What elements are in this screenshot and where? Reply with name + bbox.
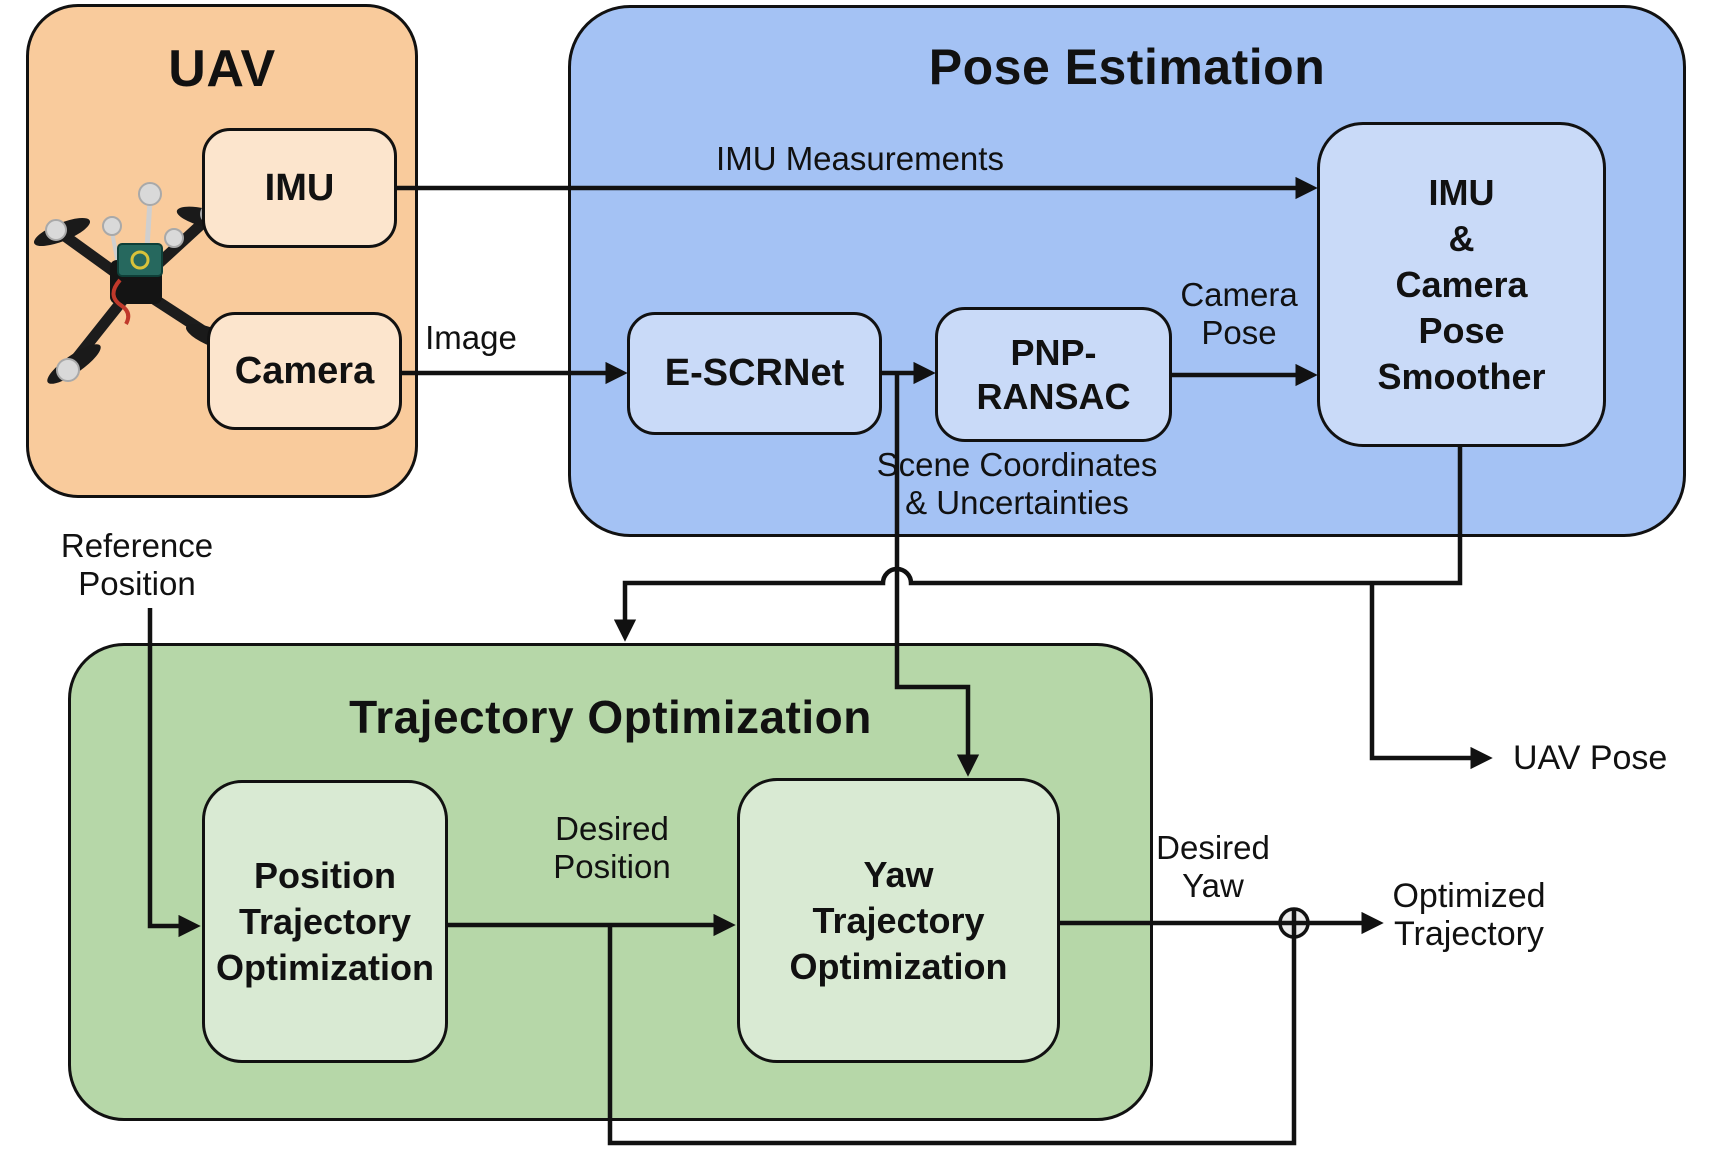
- escrnet-node: E-SCRNet: [627, 312, 882, 435]
- imu-camera-pose-smoother-node: IMU & Camera Pose Smoother: [1317, 122, 1606, 447]
- pnp-line-1: PNP-: [1010, 331, 1097, 373]
- yaw-node-line-2: Trajectory: [812, 899, 985, 941]
- label-desired-yaw: Desired Yaw: [1156, 829, 1270, 905]
- label-optimized-trajectory: Optimized Trajectory: [1392, 877, 1545, 953]
- label-reference-line-2: Position: [78, 565, 196, 602]
- label-camera-pose-line-2: Pose: [1201, 314, 1277, 351]
- label-desired-yaw-line-2: Yaw: [1182, 867, 1244, 904]
- smoother-line-3: Camera: [1395, 263, 1528, 305]
- label-optimized-line-1: Optimized: [1392, 877, 1546, 915]
- pose-estimation-title: Pose Estimation: [928, 39, 1326, 95]
- position-node-line-2: Trajectory: [238, 900, 412, 942]
- yaw-node-line-3: Optimization: [789, 945, 1008, 987]
- camera-node: Camera: [207, 312, 402, 430]
- pnp-ransac-node: PNP- RANSAC: [935, 307, 1172, 442]
- imu-node: IMU: [202, 128, 397, 248]
- pnp-line-2: RANSAC: [976, 375, 1131, 417]
- uav-block-title: UAV: [168, 40, 276, 98]
- label-camera-pose: Camera Pose: [1180, 276, 1297, 352]
- smoother-line-4: Pose: [1418, 309, 1505, 351]
- label-uav-pose: UAV Pose: [1513, 739, 1668, 777]
- yaw-trajectory-optimization-node: Yaw Trajectory Optimization: [737, 778, 1060, 1063]
- label-desired-position-line-1: Desired: [555, 810, 669, 847]
- label-scene-coordinates: Scene Coordinates & Uncertainties: [877, 446, 1158, 522]
- smoother-line-5: Smoother: [1377, 355, 1546, 397]
- trajectory-optimization-title: Trajectory Optimization: [349, 691, 872, 743]
- label-imu-measurements: IMU Measurements: [716, 140, 1004, 177]
- label-reference-position: Reference Position: [61, 527, 213, 603]
- smoother-line-2: &: [1448, 217, 1475, 259]
- position-node-line-1: Position: [254, 854, 396, 896]
- escrnet-node-label: E-SCRNet: [664, 352, 845, 394]
- label-desired-position-line-2: Position: [553, 848, 671, 885]
- label-camera-pose-line-1: Camera: [1180, 276, 1298, 313]
- position-node-line-3: Optimization: [216, 946, 434, 988]
- position-trajectory-optimization-node: Position Trajectory Optimization: [202, 780, 448, 1063]
- sum-junction-icon: [1278, 907, 1310, 939]
- label-reference-line-1: Reference: [60, 527, 214, 564]
- label-scene-line-1: Scene Coordinates: [876, 446, 1158, 483]
- label-image: Image: [425, 319, 517, 356]
- imu-node-label: IMU: [264, 166, 335, 209]
- label-scene-line-2: & Uncertainties: [905, 484, 1129, 521]
- label-desired-yaw-line-1: Desired: [1156, 829, 1270, 866]
- camera-node-label: Camera: [234, 349, 375, 392]
- arrow-uav-pose-output: [1369, 583, 1493, 770]
- label-optimized-line-2: Trajectory: [1394, 915, 1544, 953]
- label-desired-position: Desired Position: [553, 810, 670, 886]
- smoother-line-1: IMU: [1428, 171, 1495, 213]
- yaw-node-line-1: Yaw: [863, 853, 934, 895]
